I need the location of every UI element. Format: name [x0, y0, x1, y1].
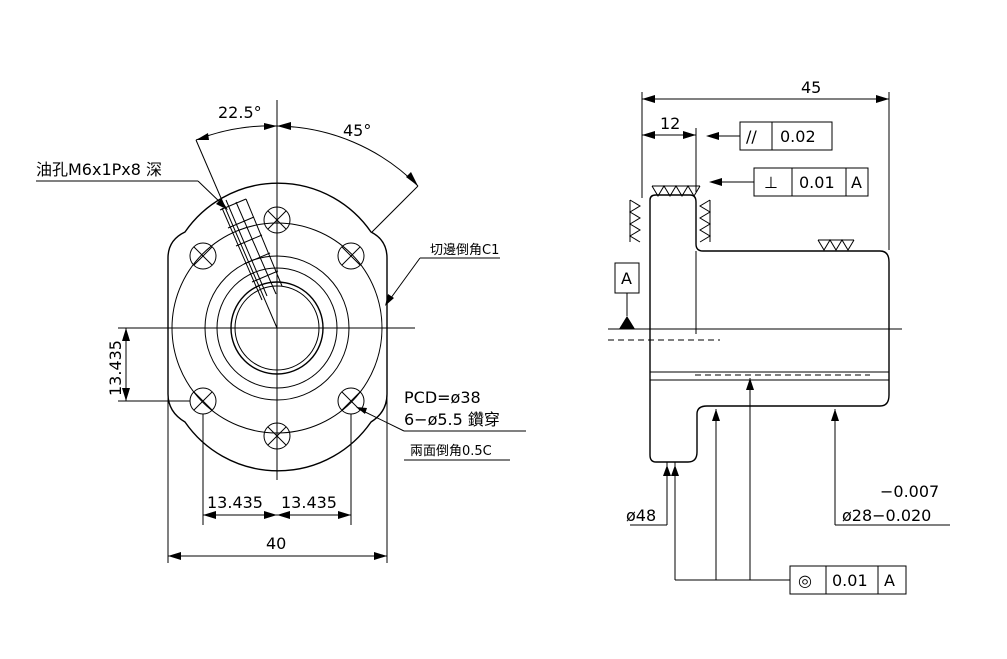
dim-flange-label: 12	[660, 114, 680, 133]
bolt-holes	[189, 206, 365, 450]
concentricity-frame: ◎ 0.01 A	[789, 565, 907, 595]
perpendicularity-frame: ⊥ 0.01 A	[709, 167, 869, 197]
bolt-hole	[189, 242, 217, 270]
datum-label: A	[621, 269, 632, 288]
surface-finish-marks	[629, 185, 855, 251]
tol-lower-label: ø28−0.020	[842, 506, 931, 525]
perpendicularity-datum: A	[851, 173, 862, 192]
angle-22-label: 22.5°	[218, 103, 262, 122]
parallelism-frame: // 0.02	[706, 121, 833, 151]
tol-upper-label: −0.007	[880, 482, 939, 501]
flange-outline	[167, 182, 388, 472]
parallelism-value: 0.02	[780, 127, 816, 146]
parallelism-symbol: //	[746, 127, 757, 146]
oil-hole	[195, 139, 283, 329]
dim-vertical-label: 13.435	[106, 340, 125, 396]
angle-45-arc	[276, 125, 419, 187]
concentricity-value: 0.01	[832, 571, 868, 590]
dim-flange-dia-label: ø48	[626, 506, 656, 525]
bolt-hole	[263, 422, 291, 450]
oil-hole-note: 油孔M6x1Px8 深	[36, 160, 162, 179]
bolt-hole	[337, 242, 365, 270]
front-view: 45° 22.5° 油孔M6x1Px8 深 切邊倒角C1 PCD=ø38 6−ø…	[36, 100, 526, 563]
dim-length-label: 45	[801, 78, 821, 97]
perpendicularity-value: 0.01	[799, 173, 835, 192]
pcd-note: PCD=ø38	[404, 388, 481, 407]
side-view: 45 12 // 0.02 ⊥ 0.01 A	[608, 78, 950, 595]
dim-right-label: 13.435	[281, 493, 337, 512]
holes-note: 6−ø5.5 鑽穿	[404, 410, 500, 429]
perpendicularity-symbol: ⊥	[764, 173, 778, 192]
bolt-hole	[263, 206, 291, 234]
datum-a: A	[614, 262, 640, 329]
angle-45-label: 45°	[343, 121, 371, 140]
edge-chamfer-note: 切邊倒角C1	[430, 243, 499, 258]
hole-chamfer-note: 兩面倒角0.5C	[410, 444, 492, 459]
dim-left-label: 13.435	[207, 493, 263, 512]
concentricity-symbol: ◎	[798, 571, 812, 590]
concentricity-datum: A	[884, 571, 895, 590]
dim-width-label: 40	[266, 534, 286, 553]
